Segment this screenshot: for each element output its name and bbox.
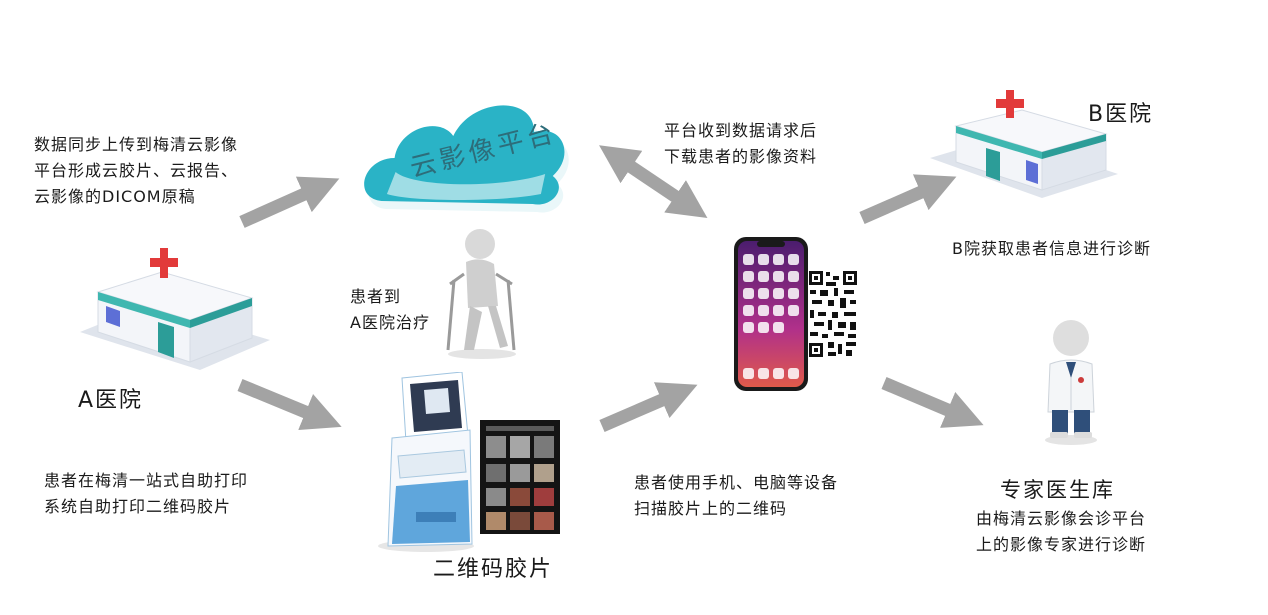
arrow-phone-to-expert [881, 377, 984, 428]
upload-description-line: 云影像的DICOM原稿 [34, 187, 196, 206]
print-description-line: 患者在梅清一站式自助打印 [44, 471, 249, 490]
doctor-figure [1036, 318, 1106, 446]
scan-description: 患者使用手机、电脑等设备 扫描胶片上的二维码 [634, 470, 838, 522]
platform-description-line: 下载患者的影像资料 [664, 147, 818, 166]
smartphone [733, 236, 809, 392]
platform-description: 平台收到数据请求后 下载患者的影像资料 [664, 118, 817, 170]
self-service-print-kiosk [376, 371, 476, 552]
scan-description-line: 扫描胶片上的二维码 [634, 499, 788, 518]
patient-description-line: A医院治疗 [350, 313, 430, 332]
patient-description: 患者到 A医院治疗 [350, 284, 430, 336]
qr-film-image [480, 420, 560, 534]
upload-description-line: 平台形成云胶片、云报告、 [34, 161, 239, 180]
arrow-hospital-a-to-kiosk [237, 378, 342, 431]
cloud-platform: 云影像平台 [360, 68, 580, 218]
expert-title: 专家医生库 [1000, 478, 1115, 502]
hospital-a-label: A医院 [78, 388, 144, 413]
arrow-kiosk-to-phone [599, 382, 698, 432]
patient-figure [442, 226, 522, 360]
expert-description-line: 由梅清云影像会诊平台 [976, 509, 1147, 528]
hospital-a-building [80, 232, 270, 372]
qr-code [808, 270, 858, 358]
arrow-cloud-phone-bidirectional [599, 145, 708, 219]
hospital-b-building [930, 86, 1120, 216]
kiosk-label: 二维码胶片 [433, 557, 554, 582]
expert-description-line: 上的影像专家进行诊断 [976, 535, 1147, 554]
upload-description-line: 数据同步上传到梅清云影像 [34, 135, 239, 154]
print-description: 患者在梅清一站式自助打印 系统自助打印二维码胶片 [44, 468, 248, 520]
arrow-phone-to-hospital-b [859, 174, 957, 224]
expert-description: 由梅清云影像会诊平台 上的影像专家进行诊断 [976, 506, 1146, 558]
platform-description-line: 平台收到数据请求后 [664, 121, 818, 140]
scan-description-line: 患者使用手机、电脑等设备 [634, 473, 839, 492]
print-description-line: 系统自助打印二维码胶片 [44, 497, 232, 516]
cloud-icon [364, 105, 569, 213]
hospital-b-label: B医院 [1088, 102, 1154, 127]
patient-description-line: 患者到 [350, 287, 402, 306]
arrow-hospital-a-to-cloud [239, 176, 340, 228]
upload-description: 数据同步上传到梅清云影像 平台形成云胶片、云报告、 云影像的DICOM原稿 [34, 132, 238, 210]
hospital-b-description: B院获取患者信息进行诊断 [952, 239, 1151, 258]
